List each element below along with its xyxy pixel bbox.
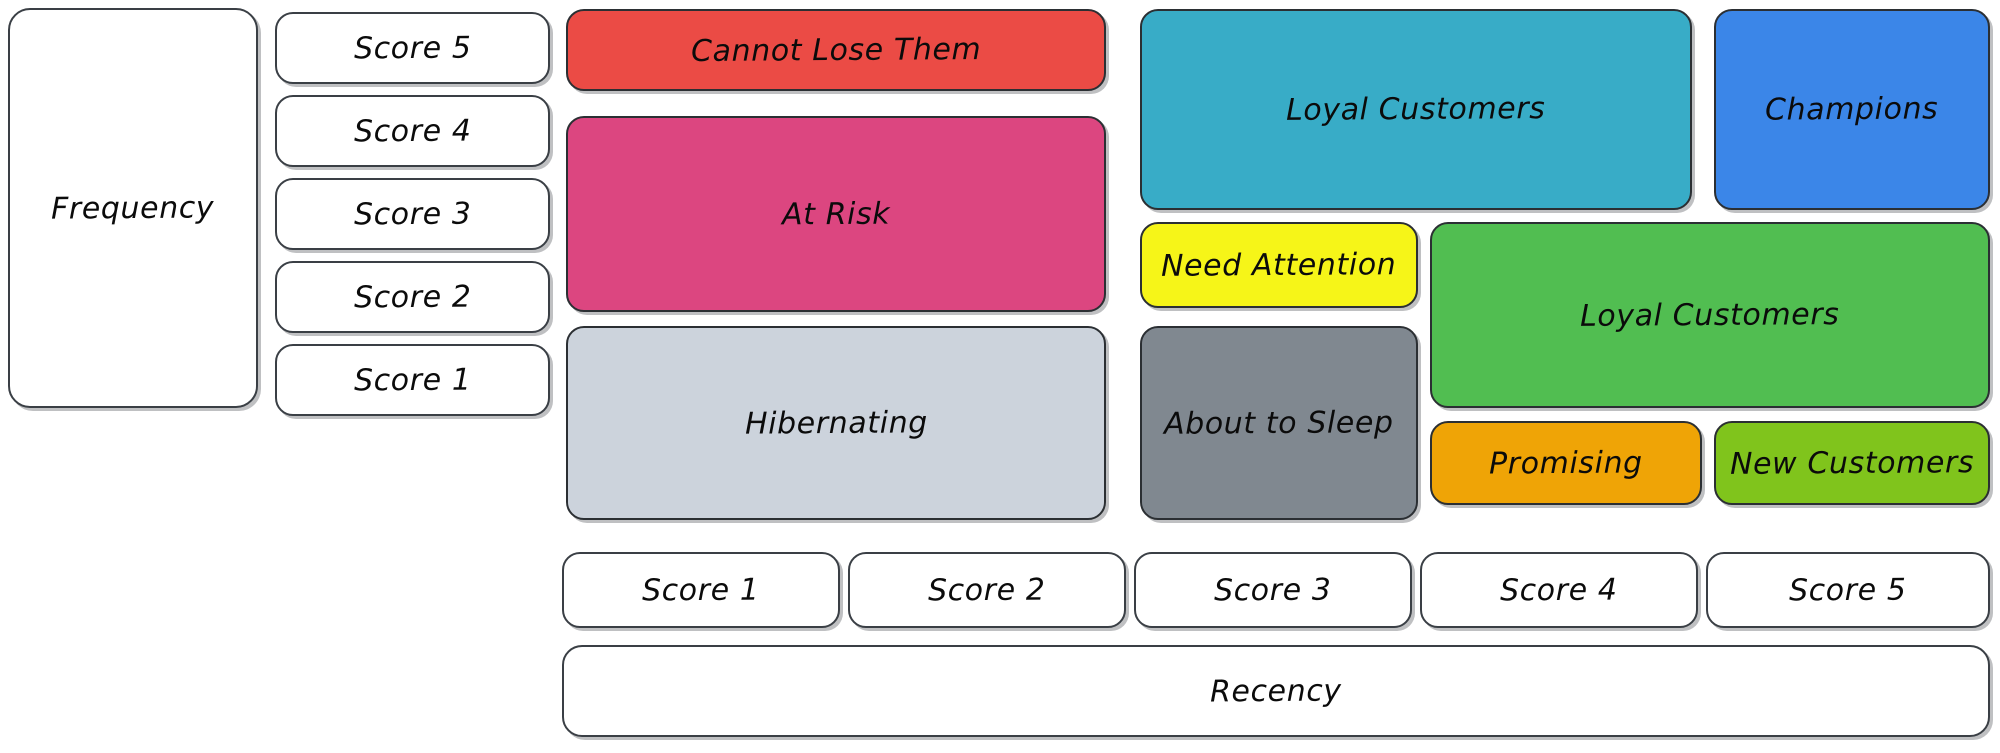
segment-champions[interactable]: Champions bbox=[1714, 9, 1990, 210]
segment-loyal-customers-teal[interactable]: Loyal Customers bbox=[1140, 9, 1692, 210]
recency-axis-text: Recency bbox=[1210, 673, 1342, 709]
segment-loyal-customers-green-label: Loyal Customers bbox=[1580, 296, 1840, 334]
recency-score-1-label: Score 1 bbox=[642, 572, 760, 608]
frequency-score-5-label: Score 5 bbox=[353, 30, 472, 66]
segment-cannot-lose-them-label: Cannot Lose Them bbox=[690, 31, 982, 69]
segment-hibernating[interactable]: Hibernating bbox=[566, 326, 1106, 520]
recency-score-4-label: Score 4 bbox=[1500, 572, 1618, 608]
segment-need-attention-label: Need Attention bbox=[1161, 246, 1397, 284]
recency-axis-label: Recency bbox=[562, 645, 1990, 737]
segment-about-to-sleep-label: About to Sleep bbox=[1164, 404, 1394, 442]
segment-loyal-customers-teal-label: Loyal Customers bbox=[1286, 91, 1546, 128]
segment-at-risk[interactable]: At Risk bbox=[566, 116, 1106, 312]
segment-promising[interactable]: Promising bbox=[1430, 421, 1702, 505]
recency-score-5: Score 5 bbox=[1706, 552, 1990, 628]
segment-cannot-lose-them[interactable]: Cannot Lose Them bbox=[566, 9, 1106, 91]
recency-score-3: Score 3 bbox=[1134, 552, 1412, 628]
segment-new-customers[interactable]: New Customers bbox=[1714, 421, 1990, 505]
frequency-score-3: Score 3 bbox=[275, 178, 550, 250]
segment-new-customers-label: New Customers bbox=[1729, 444, 1975, 482]
frequency-score-3-label: Score 3 bbox=[353, 196, 472, 232]
frequency-score-5: Score 5 bbox=[275, 12, 550, 84]
recency-score-2-label: Score 2 bbox=[928, 572, 1046, 608]
recency-score-5-label: Score 5 bbox=[1789, 572, 1907, 608]
frequency-score-4: Score 4 bbox=[275, 95, 550, 167]
frequency-score-4-label: Score 4 bbox=[353, 113, 472, 149]
frequency-axis-text: Frequency bbox=[51, 189, 215, 227]
recency-score-3-label: Score 3 bbox=[1214, 572, 1332, 608]
frequency-score-1: Score 1 bbox=[275, 344, 550, 416]
frequency-score-1-label: Score 1 bbox=[353, 362, 472, 398]
recency-score-2: Score 2 bbox=[848, 552, 1126, 628]
frequency-score-2-label: Score 2 bbox=[353, 279, 472, 315]
segment-champions-label: Champions bbox=[1765, 91, 1939, 128]
segment-at-risk-label: At Risk bbox=[781, 196, 891, 232]
recency-score-4: Score 4 bbox=[1420, 552, 1698, 628]
frequency-score-2: Score 2 bbox=[275, 261, 550, 333]
segment-need-attention[interactable]: Need Attention bbox=[1140, 222, 1418, 308]
segment-hibernating-label: Hibernating bbox=[744, 404, 928, 442]
segment-promising-label: Promising bbox=[1488, 444, 1643, 482]
segment-about-to-sleep[interactable]: About to Sleep bbox=[1140, 326, 1418, 520]
recency-score-1: Score 1 bbox=[562, 552, 840, 628]
frequency-axis-label: Frequency bbox=[8, 8, 258, 408]
segment-loyal-customers-green[interactable]: Loyal Customers bbox=[1430, 222, 1990, 408]
